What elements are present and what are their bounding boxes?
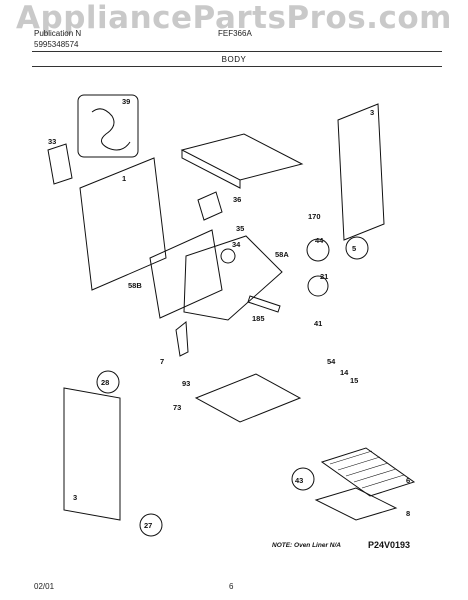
part-1-back-panel xyxy=(79,157,167,291)
watermark: AppliancePartsPros.com xyxy=(16,0,452,36)
part-label-34: 34 xyxy=(232,240,241,249)
part-label-58a: 58A xyxy=(275,250,289,259)
publication-number: 5995348574 xyxy=(34,40,79,49)
part-39-inset xyxy=(77,94,139,158)
header-rule-top xyxy=(32,51,442,52)
part-label-44: 44 xyxy=(315,236,324,245)
part-27-callout xyxy=(139,513,163,537)
part-label-14: 14 xyxy=(340,368,349,377)
part-label-33: 33 xyxy=(48,137,57,146)
part-label-3: 3 xyxy=(370,108,375,117)
part-label-170: 170 xyxy=(308,212,321,221)
part-label-28: 28 xyxy=(101,378,110,387)
part-6-oven-rack xyxy=(320,447,416,497)
footer-date: 02/01 xyxy=(34,582,55,591)
part-label-35: 35 xyxy=(236,224,245,233)
part-73-bottom-panel xyxy=(194,373,302,423)
part-label-7: 7 xyxy=(160,357,165,366)
part-34 xyxy=(220,248,236,264)
part-label-1: 1 xyxy=(122,174,127,183)
part-label-185: 185 xyxy=(252,314,265,323)
oven-liner-note: NOTE: Oven Liner N/A xyxy=(272,542,341,549)
diagram-code: P24V0193 xyxy=(368,540,411,550)
part-21-callout xyxy=(307,275,329,297)
part-label-6: 6 xyxy=(406,476,411,485)
part-label-58b: 58B xyxy=(128,281,142,290)
top-panel-edge xyxy=(181,150,241,189)
part-label-27: 27 xyxy=(144,521,153,530)
part-7-hinge xyxy=(175,321,189,357)
header-rule-bottom xyxy=(32,66,442,67)
part-label-15: 15 xyxy=(350,376,359,385)
part-33-bracket xyxy=(47,143,73,185)
part-58a-insulation xyxy=(183,235,283,321)
model-number: FEF366A xyxy=(218,29,252,38)
part-label-43: 43 xyxy=(295,476,304,485)
part-5-callout xyxy=(345,236,369,260)
part-185-strip xyxy=(247,295,281,313)
part-top-panel xyxy=(180,133,304,181)
part-label-36: 36 xyxy=(233,195,242,204)
part-label-39: 39 xyxy=(122,97,131,106)
part-3-left-panel xyxy=(63,387,121,521)
rack-wires xyxy=(329,450,405,489)
part-58b xyxy=(149,229,223,319)
part-label-3-left: 3 xyxy=(73,493,78,502)
part-label-8: 8 xyxy=(406,509,411,518)
wire-harness xyxy=(91,108,131,151)
part-28-callout xyxy=(96,370,120,394)
page-title: BODY xyxy=(221,55,247,64)
part-label-93: 93 xyxy=(182,379,191,388)
part-36-bracket xyxy=(197,191,223,221)
part-label-54: 54 xyxy=(327,357,336,366)
part-43-callout xyxy=(291,467,315,491)
part-8-broiler-pan xyxy=(314,487,398,521)
publication-label: Publication N xyxy=(34,29,82,38)
part-3-side-panel xyxy=(337,103,385,241)
part-44-callout xyxy=(306,238,330,262)
part-label-5: 5 xyxy=(352,244,357,253)
part-label-21: 21 xyxy=(320,272,329,281)
part-label-73: 73 xyxy=(173,403,182,412)
footer-page-number: 6 xyxy=(229,582,234,591)
part-label-41: 41 xyxy=(314,319,323,328)
